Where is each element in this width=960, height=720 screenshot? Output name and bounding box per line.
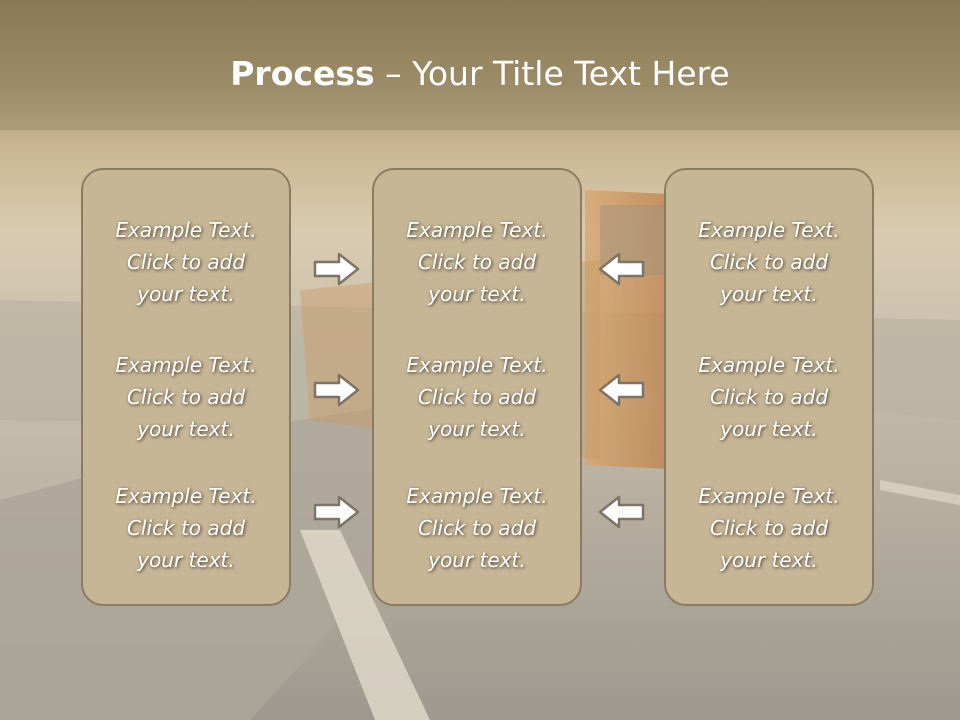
text-line: Click to add	[709, 250, 829, 274]
text-block[interactable]: Example Text. Click to add your text.	[83, 349, 289, 445]
text-line: Click to add	[126, 250, 246, 274]
text-line: your text.	[720, 282, 818, 306]
text-line: Example Text.	[115, 484, 257, 508]
slide-title[interactable]: Process – Your Title Text Here	[0, 52, 960, 96]
left-arrow-icon	[598, 373, 645, 407]
text-line: your text.	[428, 282, 526, 306]
text-line: Example Text.	[406, 218, 548, 242]
text-line: your text.	[720, 548, 818, 572]
text-line: Example Text.	[406, 484, 548, 508]
text-line: Click to add	[417, 385, 537, 409]
text-line: your text.	[428, 417, 526, 441]
title-bold: Process	[230, 54, 375, 93]
text-line: Example Text.	[698, 218, 840, 242]
text-line: Click to add	[417, 516, 537, 540]
text-line: your text.	[428, 548, 526, 572]
process-panel-center[interactable]: Example Text. Click to add your text. Ex…	[372, 168, 582, 606]
text-line: Click to add	[417, 250, 537, 274]
left-arrow-icon	[598, 495, 645, 529]
process-panel-left[interactable]: Example Text. Click to add your text. Ex…	[81, 168, 291, 606]
text-block[interactable]: Example Text. Click to add your text.	[374, 349, 580, 445]
right-arrow-icon	[313, 252, 360, 286]
right-arrow-icon	[313, 495, 360, 529]
text-block[interactable]: Example Text. Click to add your text.	[374, 214, 580, 310]
right-arrow-icon	[313, 373, 360, 407]
text-line: Example Text.	[406, 353, 548, 377]
title-rest: – Your Title Text Here	[374, 54, 730, 93]
text-block[interactable]: Example Text. Click to add your text.	[83, 480, 289, 576]
left-arrow-icon	[598, 252, 645, 286]
text-line: Example Text.	[698, 484, 840, 508]
text-line: Click to add	[126, 516, 246, 540]
text-line: your text.	[137, 548, 235, 572]
text-line: Click to add	[709, 385, 829, 409]
text-block[interactable]: Example Text. Click to add your text.	[374, 480, 580, 576]
text-line: Example Text.	[698, 353, 840, 377]
process-panel-right[interactable]: Example Text. Click to add your text. Ex…	[664, 168, 874, 606]
text-block[interactable]: Example Text. Click to add your text.	[666, 214, 872, 310]
text-line: Example Text.	[115, 218, 257, 242]
text-line: your text.	[137, 417, 235, 441]
text-line: Click to add	[709, 516, 829, 540]
text-line: Click to add	[126, 385, 246, 409]
text-line: your text.	[720, 417, 818, 441]
text-line: Example Text.	[115, 353, 257, 377]
text-block[interactable]: Example Text. Click to add your text.	[666, 349, 872, 445]
text-line: your text.	[137, 282, 235, 306]
text-block[interactable]: Example Text. Click to add your text.	[83, 214, 289, 310]
text-block[interactable]: Example Text. Click to add your text.	[666, 480, 872, 576]
